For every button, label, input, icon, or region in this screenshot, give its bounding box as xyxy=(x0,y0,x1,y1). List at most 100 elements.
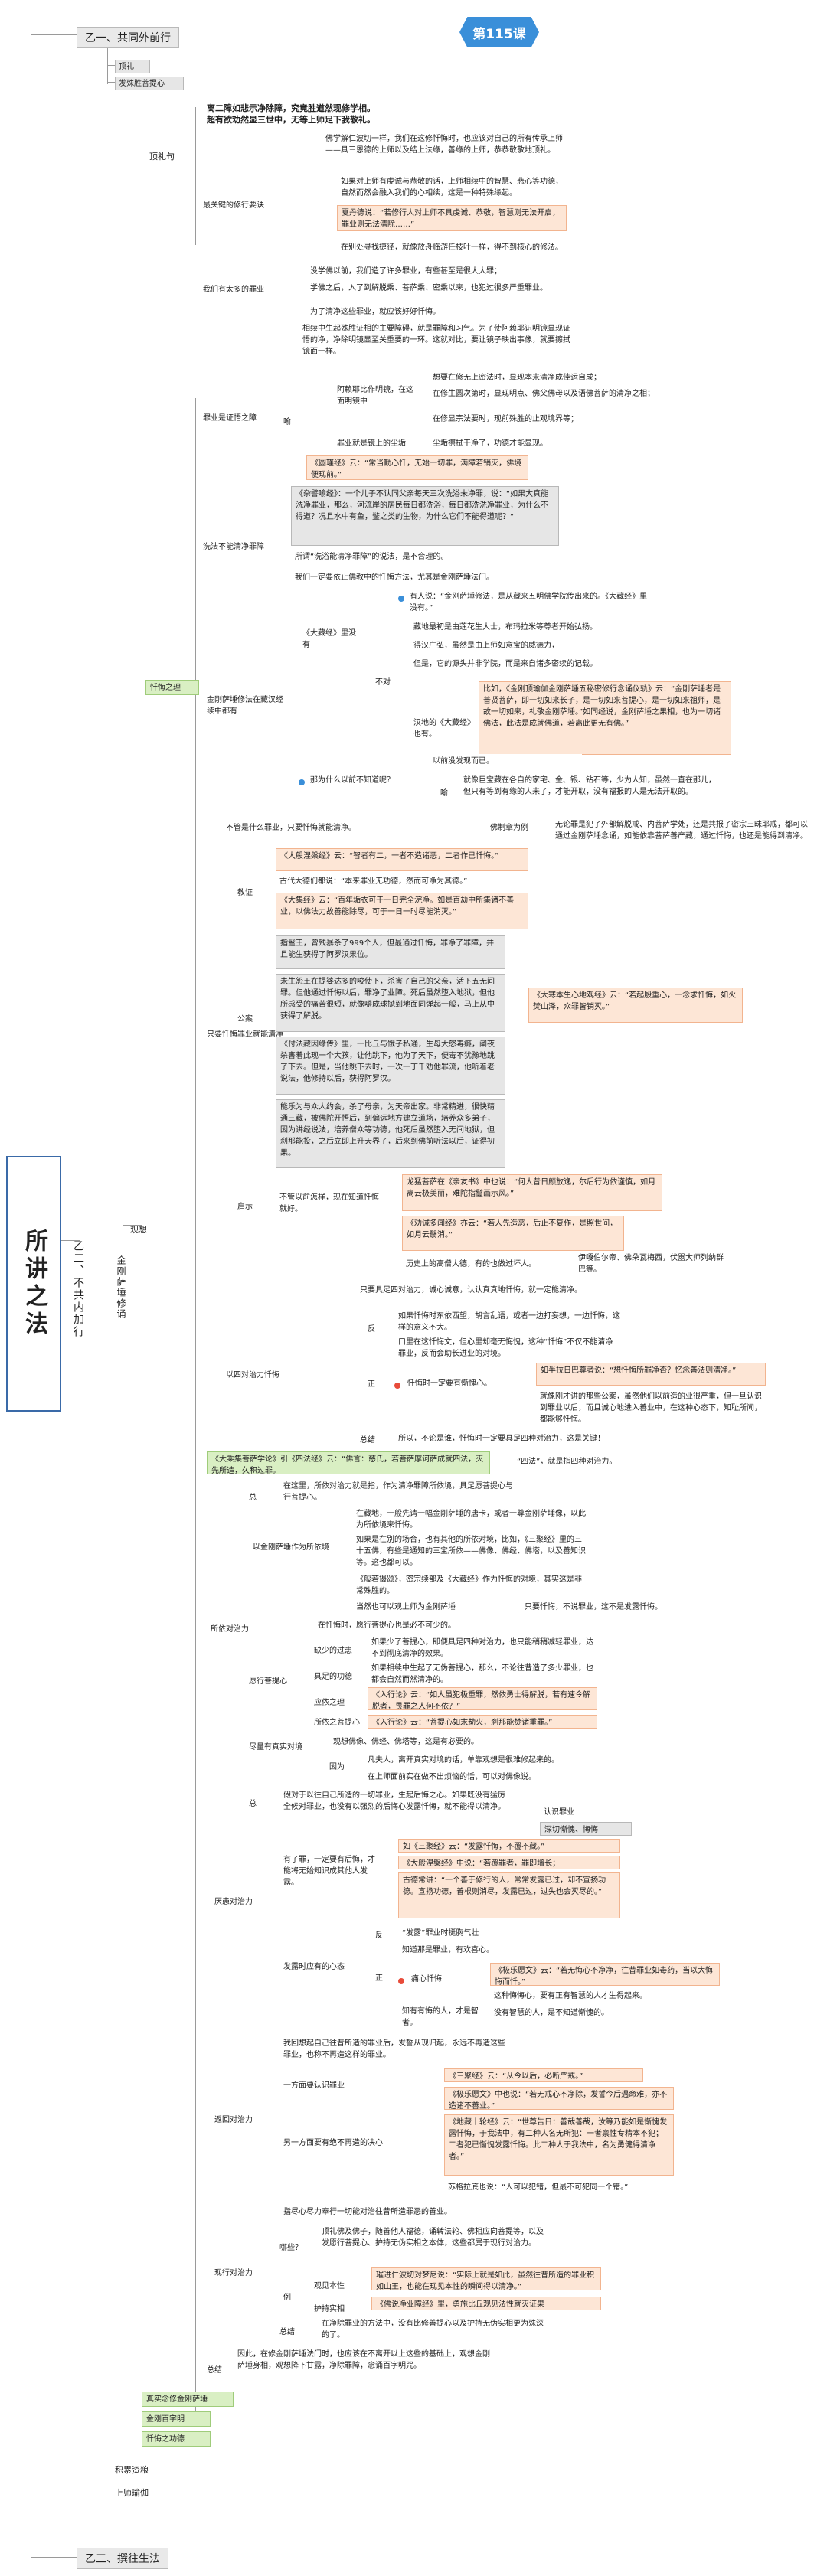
p5-no[interactable]: 不对 xyxy=(375,678,391,687)
p2-a2: 学佛之后，入了到解脱乘、菩萨乘、密乘以来，也犯过很多严重罪业。 xyxy=(306,281,582,304)
p4-a1: 《杂譬喻经》：一个儿子不认同父亲每天三次洗浴未净罪，说：“如果大真能洗净罪业，那… xyxy=(291,486,559,546)
p6-zheng[interactable]: 正 xyxy=(368,1380,375,1389)
info-dot-icon xyxy=(299,779,305,785)
p7-top: 《大乘集菩萨学论》引《四法经》云：“佛言：慈氏，若菩萨摩诃萨成就四法，灭先所造，… xyxy=(207,1451,490,1474)
p10-l2-label[interactable]: 护持实相 xyxy=(314,2305,345,2313)
node-baiziming[interactable]: 金刚百字明 xyxy=(142,2411,211,2427)
p3-b2-label[interactable]: 罪业就是镜上的尘垢 xyxy=(333,436,421,450)
p7-zongtxt: 在这里，所依对治力就是指，作为清净罪障所依境，具足愿菩提心与行菩提心。 xyxy=(279,1479,517,1502)
node-xianxing[interactable]: 现行对治力 xyxy=(211,2266,272,2280)
node-jingang[interactable]: 金刚萨埵修诵 xyxy=(116,1255,126,1320)
p8-fa[interactable]: 发露时应有的心态 xyxy=(279,1960,364,1974)
p7-j3: 《般若摄颂》，密宗续部及《大藏经》作为忏悔的对境，其实这是非常殊胜的。 xyxy=(352,1572,590,1595)
p7-jf[interactable]: 尽量有真实对境 xyxy=(249,1743,302,1752)
end-text: 因此，在修金刚萨埵法门时，也应该在不离开以上这些的基础上，观想金刚萨埵身相，观想… xyxy=(234,2347,494,2384)
p5-q1[interactable]: 《大藏经》里没有 xyxy=(299,626,360,652)
lesson-title-badge: 第115课 xyxy=(459,17,539,47)
p5-yu[interactable]: 喻 xyxy=(440,789,448,798)
p7-yin[interactable]: 因为 xyxy=(329,1763,345,1771)
root-node[interactable]: 所讲之法 xyxy=(6,1156,61,1412)
p6-gongan[interactable]: 公案 xyxy=(237,1015,253,1024)
p7-fx4: 《入行论》云：“如人虽犯极重罪，然依勇士得解脱，若有速令解脱者，畏罪之人何不依？… xyxy=(368,1687,597,1710)
p10-z1: 指尽心尽力奉行一切能对治往昔所造罪恶的善业。 xyxy=(279,2205,509,2218)
node-qingjing[interactable]: 只要忏悔罪业就能清净 xyxy=(203,1027,287,1052)
p5-q2[interactable]: 那为什么以前不知道呢？ xyxy=(306,773,421,787)
p6-zongjie[interactable]: 总结 xyxy=(360,1436,375,1445)
p5-n3: 但是，它的源头并非学院，而是来自诸多密续的记载。 xyxy=(410,657,655,671)
p6-jiaozheng[interactable]: 教证 xyxy=(237,889,253,897)
p6-sidui[interactable]: 以四对治力忏悔 xyxy=(226,1371,279,1379)
node-dingliju[interactable]: 顶礼句 xyxy=(149,152,175,162)
p7-fx3: 如果相续中生起了无伪菩提心，那么，不论往昔造了多少罪业，也都会自然而然清净的。 xyxy=(368,1661,597,1684)
p8-zong[interactable]: 总 xyxy=(249,1800,257,1808)
p8-z1c: 深切惭愧、悔悔 xyxy=(540,1822,632,1836)
p10-zj[interactable]: 总结 xyxy=(279,2328,295,2336)
node-yi2[interactable]: 乙二、不共内加行 xyxy=(72,1240,84,1338)
node-guanxiang[interactable]: 观想 xyxy=(130,1225,147,1235)
p6-q1b: 《劝诫多闻经》亦云：“若人先造恶，后止不复作，是照世间，如月云翳消。” xyxy=(402,1216,624,1251)
p7-fx5-label[interactable]: 所依之菩提心 xyxy=(314,1719,360,1727)
node-fanhui[interactable]: 返回对治力 xyxy=(211,2113,272,2127)
node-zhenshi-nianxiu[interactable]: 真实念修金刚萨埵 xyxy=(142,2392,234,2407)
p1-a4: 在别处寻找捷径，就像放舟临游任枝叶一样，得不到核心的修法。 xyxy=(337,240,590,254)
alert-dot-icon xyxy=(394,1383,400,1389)
p8-zheng[interactable]: 正 xyxy=(375,1974,383,1983)
node-suoyi[interactable]: 所依对治力 xyxy=(211,1625,249,1634)
p8-z4: 这种悔悔心，要有正有智慧的人才生得起来。 xyxy=(490,1989,720,2003)
p5-label[interactable]: 金刚萨埵修法在藏汉经续中都有 xyxy=(203,693,287,719)
p3-b2: 尘垢擦拭干净了，功德才能显现。 xyxy=(429,436,659,450)
p2-a3: 为了清净这些罪业，就应该好好忏悔。 xyxy=(306,305,559,318)
p7-fx[interactable]: 愿行菩提心 xyxy=(249,1677,287,1686)
p10-w1: 顶礼佛及佛子，随善他人福德，诵转法轮、佛相应向菩提等，以及发愿行菩提心、护持无伪… xyxy=(318,2225,548,2261)
node-shangshi[interactable]: 上师瑜伽 xyxy=(115,2488,149,2498)
p10-which[interactable]: 哪些？ xyxy=(279,2244,302,2252)
p7-y1: 凡夫人，离开真实对境的话，单靠观想是很难修起来的。 xyxy=(364,1753,593,1767)
p8-fan[interactable]: 反 xyxy=(375,1931,383,1940)
node-zhengwuzhizhang[interactable]: 罪业是证悟之障 xyxy=(203,414,257,423)
node-dingli[interactable]: 顶礼 xyxy=(115,60,150,73)
p7-fx4-label[interactable]: 应依之理 xyxy=(314,1699,345,1707)
p7-j1-label[interactable]: 以金刚萨埵作为所依境 xyxy=(249,1540,341,1554)
p6-qishi[interactable]: 启示 xyxy=(237,1203,253,1211)
p5-n4-label[interactable]: 汉地的《大藏经》也有。 xyxy=(410,716,475,739)
p8-f1: “发露”罪业时挺胸气壮 xyxy=(398,1926,567,1940)
info-dot-icon xyxy=(398,596,404,602)
p5-q2b: 就像巨宝藏在各自的家宅、金、银、钻石等，少为人知，虽然一直在那儿，但只有等到有缘… xyxy=(459,773,720,808)
p3-yu[interactable]: 喻 xyxy=(283,418,291,426)
p6-c2: 古代大德们都说：“本来罪业无功德，然而可净为其德。” xyxy=(276,874,528,888)
p6-fan[interactable]: 反 xyxy=(368,1325,375,1334)
p9-c3: 《地藏十轮经》云：“世尊告日：善哉善哉，汝等乃能如是惭愧发露忏悔，于我法中，有二… xyxy=(444,2114,674,2176)
p6-q1a: 龙猛菩萨在《亲友书》中也说：“何人昔日颇放逸，尔后行为依谨慎，如月离云极美丽，难… xyxy=(402,1174,662,1211)
p8-z1: 假对于以往自己所造的一切罪业，生起后悔之心。如果既没有猛厉全候对罪业，也没有以强… xyxy=(279,1788,509,1825)
node-faxin[interactable]: 发殊胜菩提心 xyxy=(115,77,184,90)
p3-b1-1: 在修生圆次第时，显现明点、佛父佛母以及语佛菩萨的清净之相； xyxy=(429,387,674,410)
p4-a3: 我们一定要依止佛教中的忏悔方法，尤其是金刚萨埵法门。 xyxy=(291,570,551,584)
p7-fx2-label[interactable]: 缺少的过患 xyxy=(314,1647,352,1655)
p9-z2: 一方面要认识罪业 xyxy=(279,2078,394,2092)
node-ziliang[interactable]: 积累资粮 xyxy=(115,2465,149,2475)
p5-n4: 比如，《金刚顶瑜伽金刚萨埵五秘密修行念诵仪轨》云：“金刚萨埵者是普贤菩萨，即一切… xyxy=(479,681,731,755)
node-xiyu[interactable]: 洗法不能清净罪障 xyxy=(203,543,264,551)
p7-zong[interactable]: 总 xyxy=(249,1494,257,1502)
node-yi1[interactable]: 乙一、共同外前行 xyxy=(77,27,179,48)
node-yi3[interactable]: 乙三、撰往生法 xyxy=(77,2548,168,2569)
p8-zh: 知有有悔的人，才是智者。 xyxy=(398,2004,482,2027)
p7-jf1: 观想佛像、佛经、佛塔等，这是有必要的。 xyxy=(329,1735,521,1748)
p1-a2-label[interactable]: 最关键的修行要诀 xyxy=(203,201,264,210)
p8-has: 有了罪，一定要有后悔，才能将无始知识成其他人发露。 xyxy=(279,1853,379,1888)
p6-zj: 所以，不论是谁，忏悔时一定要具足四种对治力，这是关键！ xyxy=(394,1432,701,1445)
p9-c2: 《极乐愿文》中也说：“若无戒心不净除，发誓今后遇命难，亦不造诸不善业。” xyxy=(444,2087,674,2110)
node-tai-duo-zuiye[interactable]: 我们有太多的罪业 xyxy=(203,286,264,294)
p10-li[interactable]: 例 xyxy=(283,2294,291,2302)
end-zong[interactable]: 总结 xyxy=(207,2366,222,2375)
node-chanhui-zhili[interactable]: 忏悔之理 xyxy=(145,680,199,695)
p3-b1-label[interactable]: 阿赖耶比作明镜，在这面明镜中 xyxy=(333,383,421,409)
node-yanhuan[interactable]: 厌患对治力 xyxy=(211,1895,272,1908)
p6-g3: 《付法藏因缘传》里，一比丘与饿子私通，生母大怒毒瘾，阐夜杀害着此现一个大孩，让他… xyxy=(276,1037,505,1095)
p6-q1-label[interactable]: 不管以前怎样，现在知道忏悔就好。 xyxy=(276,1190,383,1216)
p6-z2: 如半拉日巴尊者说：“想忏悔所罪净否？忆念善法则清净。” xyxy=(536,1363,766,1386)
p1-a3: 夏丹德说：“若修行人对上师不具虔诚、恭敬，智慧则无法开启，罪业则无法清除……” xyxy=(337,205,567,231)
node-gongde[interactable]: 忏悔之功德 xyxy=(142,2431,211,2447)
p10-l1-label[interactable]: 观见本性 xyxy=(314,2282,345,2290)
p7-fx3-label[interactable]: 具足的功德 xyxy=(314,1673,352,1681)
